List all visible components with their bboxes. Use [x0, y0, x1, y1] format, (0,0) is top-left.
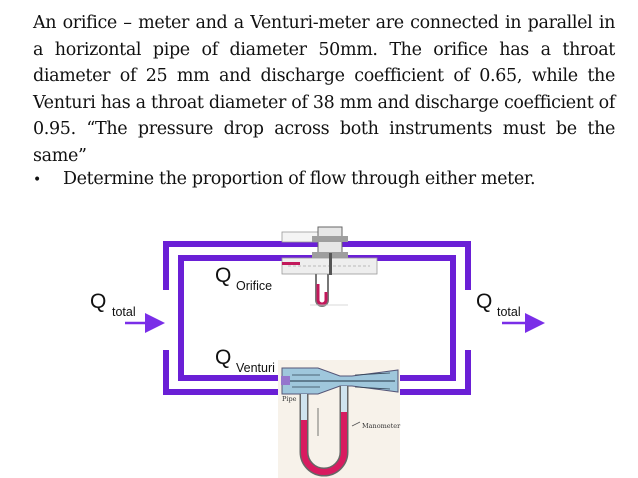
- problem-text: An orifice – meter and a Venturi-meter a…: [33, 13, 615, 166]
- bullet-item: • Determine the proportion of flow throug…: [33, 169, 536, 189]
- venturi-meter-illustration: Pipe Manometer: [278, 360, 401, 478]
- bullet-marker: •: [33, 172, 41, 188]
- manometer-label: Manometer: [362, 422, 401, 430]
- orifice-meter-illustration: [281, 226, 378, 307]
- orifice-q-symbol: Q: [215, 264, 232, 287]
- outlet-q-subscript: total: [497, 305, 521, 319]
- orifice-q-subscript: Orifice: [236, 279, 273, 293]
- inlet-q-subscript: total: [112, 305, 136, 319]
- inlet-q-symbol: Q: [90, 290, 107, 313]
- bullet-text: Determine the proportion of flow through…: [63, 169, 536, 189]
- venturi-q-symbol: Q: [215, 346, 232, 369]
- outlet-q-symbol: Q: [476, 290, 493, 313]
- venturi-q-subscript: Venturi: [236, 361, 275, 375]
- venturi-pipe-label: Pipe: [282, 395, 297, 403]
- problem-statement: An orifice – meter and a Venturi-meter a…: [33, 10, 615, 169]
